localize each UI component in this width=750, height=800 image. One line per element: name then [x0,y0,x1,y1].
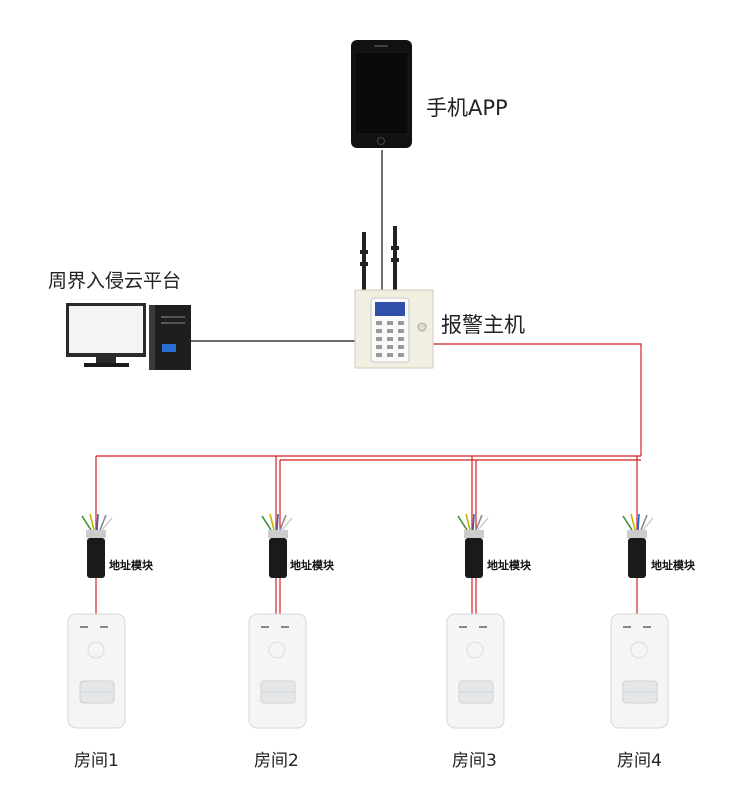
host-to-bus-wire [432,343,642,456]
smartphone-icon [351,40,412,148]
address-module-label-1: 地址模块 [109,559,153,572]
alarm-bus-wires [95,343,642,616]
host-screen [375,302,405,316]
pir-sensor-room-4 [610,613,669,729]
address-module-room-2 [261,513,293,578]
phone-app-label: 手机APP [426,96,508,120]
alarm-host-icon [354,226,434,369]
room-label-4: 房间4 [617,751,662,771]
cloud-platform-label: 周界入侵云平台 [48,270,182,292]
alarm-host-label: 报警主机 [441,313,525,337]
network-wires [190,150,383,342]
room-label-3: 房间3 [452,751,497,771]
pir-sensor-room-1 [67,613,126,729]
address-module-room-4 [622,513,654,578]
pir-sensor-room-3 [446,613,505,729]
room-label-2: 房间2 [254,751,299,771]
address-module-label-4: 地址模块 [651,559,695,572]
host-key-lock [417,322,427,332]
pir-sensor-room-2 [248,613,307,729]
address-module-room-1 [81,513,113,578]
room-label-1: 房间1 [74,751,119,771]
antenna-left [362,232,366,290]
host-keypad [376,321,404,357]
desktop-computer-icon [66,303,191,370]
address-module-room-3 [457,513,489,578]
address-module-label-3: 地址模块 [487,559,531,572]
address-module-label-2: 地址模块 [290,559,334,572]
